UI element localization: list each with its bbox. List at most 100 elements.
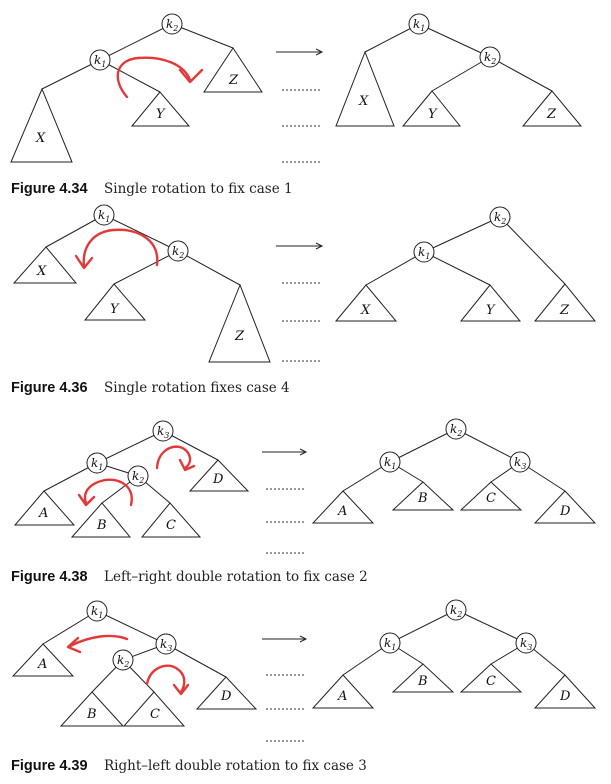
- subtree-label: B: [417, 491, 428, 506]
- subtree-label: A: [337, 504, 347, 519]
- subtree-triangle: [311, 674, 375, 709]
- subtree-label: Z: [546, 107, 557, 122]
- rotation-annotation-arrowhead: [66, 636, 82, 654]
- subtree-label: Z: [228, 73, 239, 88]
- subtree-triangle: [459, 481, 523, 511]
- tree-node: [445, 599, 467, 621]
- subtree-triangle: [188, 459, 250, 492]
- node-label: k1: [384, 636, 396, 652]
- node-label: k1: [413, 17, 425, 33]
- rotation-annotation-arrowhead: [178, 68, 204, 84]
- rotation-annotation-arrow: [68, 634, 129, 648]
- node-label: k1: [91, 456, 103, 472]
- tree-node: [127, 465, 149, 487]
- subtree-triangle: [401, 90, 462, 127]
- subtree-label: X: [36, 264, 47, 279]
- rotation-annotation-arrow: [116, 56, 192, 99]
- subtree-label: A: [337, 689, 347, 704]
- subtree-triangle: [11, 643, 75, 677]
- node-label: k2: [484, 50, 496, 66]
- subtree-triangle: [533, 283, 597, 322]
- subtree-label: X: [35, 131, 46, 146]
- node-label: k2: [117, 653, 129, 669]
- tree-node: [408, 13, 430, 35]
- figure-4-36: k1 k2 X Y Z k2 k1 X Y Z: [11, 204, 597, 396]
- subtree-triangle: [140, 502, 202, 538]
- rotation-annotation-arrowhead: [178, 458, 196, 472]
- node-label: k3: [157, 424, 169, 440]
- rotation-annotation-arrowhead: [172, 683, 190, 696]
- subtree-triangle: [130, 91, 191, 127]
- tree-node: [489, 206, 511, 228]
- subtree-label: Y: [486, 303, 496, 318]
- subtree-label: D: [212, 472, 224, 487]
- figure-4-38: k3 k1 k2 A B C D: [11, 418, 597, 585]
- tree-node: [379, 632, 401, 654]
- subtree-label: D: [220, 689, 232, 704]
- subtree-triangle: [391, 663, 455, 693]
- subtree-triangle: [10, 87, 73, 163]
- fig434-after-tree: k1 k2 X Y Z: [335, 13, 583, 127]
- rotation-annotation-arrow: [82, 228, 159, 268]
- tree-node: [509, 451, 531, 473]
- subtree-triangle: [521, 90, 583, 127]
- node-label: k3: [514, 455, 526, 471]
- node-label: k1: [384, 455, 396, 471]
- subtree-label: B: [96, 518, 107, 533]
- subtree-triangle: [203, 47, 263, 93]
- subtree-label: D: [559, 689, 571, 704]
- subtree-label: D: [559, 504, 571, 519]
- subtree-label: X: [358, 94, 369, 109]
- subtree-triangle: [533, 674, 597, 709]
- subtree-triangle: [391, 481, 455, 511]
- fig434-before-tree: k2 k1 X Y Z: [10, 13, 263, 163]
- figure-caption: Figure 4.39 Right–left double rotation t…: [11, 755, 367, 774]
- tree-node: [515, 632, 537, 654]
- node-label: k1: [91, 604, 103, 620]
- node-label: k2: [172, 244, 184, 260]
- subtree-label: C: [486, 491, 496, 506]
- tree-node: [152, 420, 174, 442]
- subtree-label: Z: [234, 329, 245, 344]
- node-label: k2: [166, 17, 178, 33]
- node-label: k3: [160, 637, 172, 653]
- tree-node: [86, 600, 108, 622]
- subtree-label: Y: [428, 107, 438, 122]
- node-label: k3: [520, 636, 532, 652]
- figure-caption: Figure 4.38 Left–right double rotation t…: [11, 566, 368, 585]
- subtree-triangle: [70, 502, 132, 538]
- tree-node: [445, 418, 467, 440]
- node-label: k2: [450, 603, 462, 619]
- figure-caption: Figure 4.34 Single rotation to fix case …: [11, 178, 293, 197]
- tree-node: [379, 451, 401, 473]
- rotation-annotation-arrow: [155, 445, 192, 470]
- fig438-before-tree: k3 k1 k2 A B C D: [13, 420, 250, 538]
- fig439-after-tree: k2 k1 k3 A B C D: [311, 599, 597, 709]
- fig436-before-tree: k1 k2 X Y Z: [12, 204, 271, 363]
- subtree-label: X: [360, 303, 371, 318]
- subtree-triangle: [311, 490, 375, 524]
- subtree-triangle: [122, 691, 186, 727]
- node-label: k2: [494, 210, 506, 226]
- fig436-after-tree: k2 k1 X Y Z: [334, 206, 597, 322]
- rotation-annotation-arrowhead: [77, 493, 96, 507]
- subtree-triangle: [533, 490, 597, 524]
- subtree-triangle: [59, 691, 125, 727]
- subtree-triangle: [335, 50, 395, 127]
- subtree-label: Y: [110, 302, 120, 317]
- subtree-triangle: [12, 246, 78, 284]
- node-label: k2: [450, 422, 462, 438]
- subtree-label: C: [166, 518, 176, 533]
- tree-node: [155, 633, 177, 655]
- tree-node: [161, 13, 183, 35]
- subtree-label: B: [417, 674, 428, 689]
- subtree-triangle: [208, 283, 271, 363]
- fig439-before-tree: k1 k3 k2 A B C D: [11, 600, 258, 727]
- node-label: k2: [132, 469, 144, 485]
- subtree-label: B: [86, 707, 97, 722]
- node-label: k1: [94, 53, 106, 69]
- subtree-label: C: [486, 674, 496, 689]
- tree-node: [167, 240, 189, 262]
- figure-4-39: k1 k3 k2 A B C D: [11, 599, 597, 774]
- tree-node: [112, 649, 134, 671]
